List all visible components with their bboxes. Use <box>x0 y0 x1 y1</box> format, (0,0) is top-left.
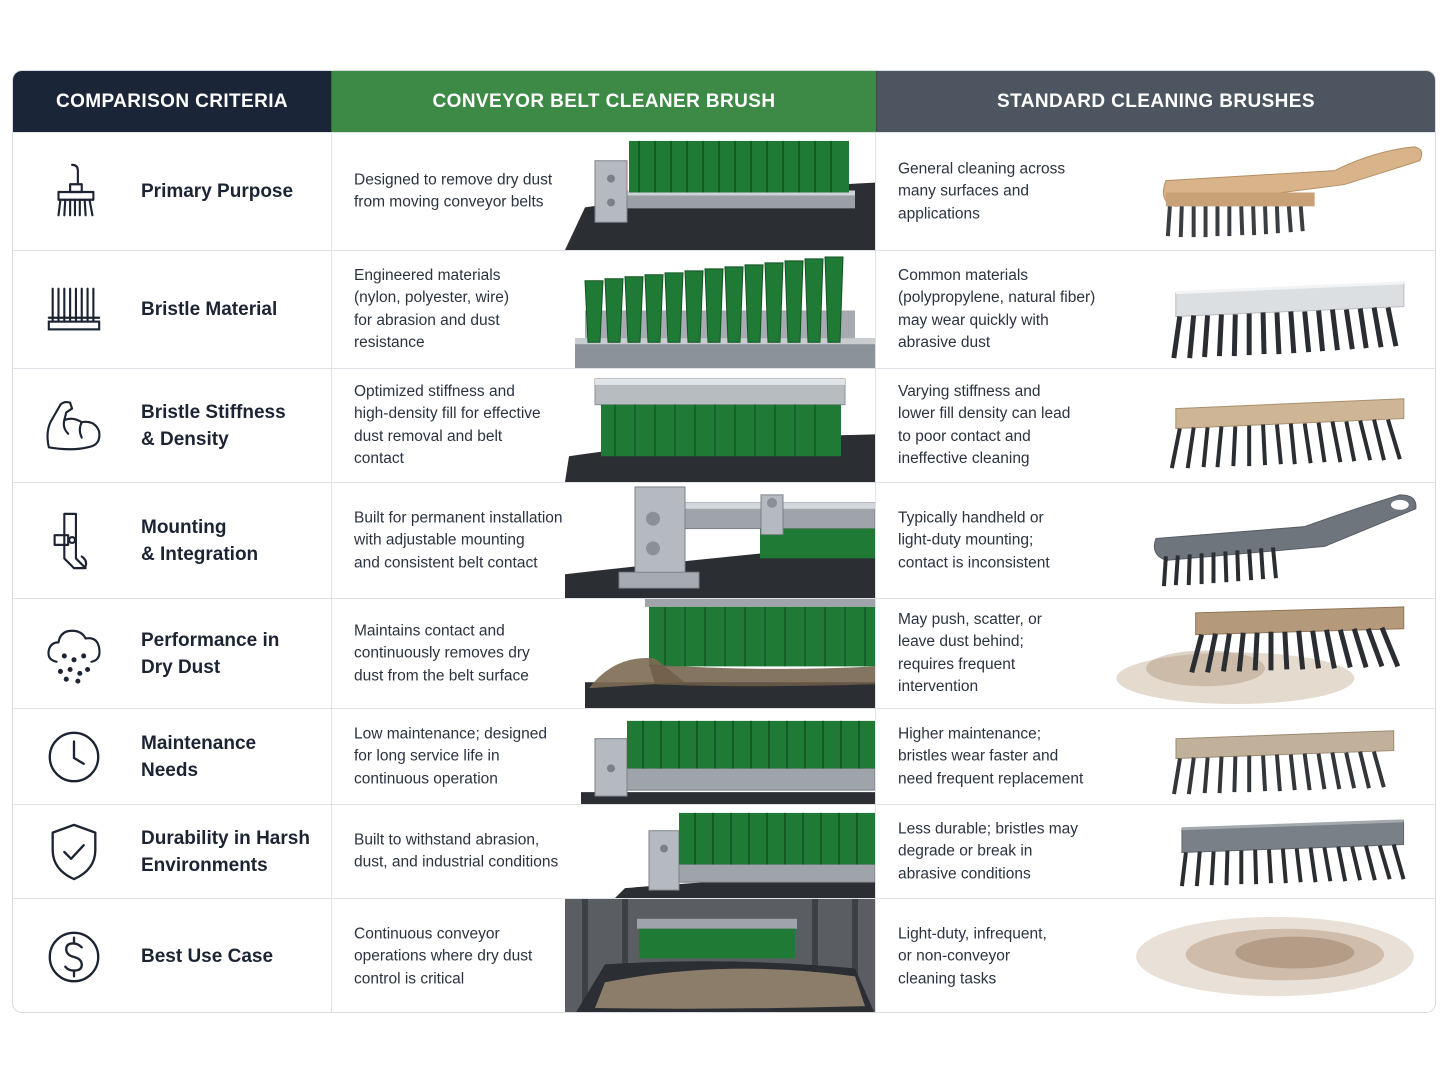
standard-cell: Common materials (polypropylene, natural… <box>875 251 1435 368</box>
conveyor-description: Built to withstand abrasion, dust, and i… <box>354 831 559 871</box>
conveyor-cell: Optimized stiffness and high-density fil… <box>331 369 875 482</box>
table-row: Performance in Dry Dust Maintains contac… <box>13 598 1435 708</box>
header-conveyor-brush: CONVEYOR BELT CLEANER BRUSH <box>331 71 876 132</box>
mounting-bracket-icon <box>39 510 109 572</box>
conveyor-description: Engineered materials (nylon, polyester, … <box>354 266 510 352</box>
dust-cloud-icon <box>39 623 109 685</box>
criteria-label: Mounting & Integration <box>141 516 259 565</box>
standard-brush-illustration <box>1105 599 1435 708</box>
conveyor-description: Continuous conveyor operations where dry… <box>354 924 533 987</box>
standard-brush-illustration <box>1105 709 1435 804</box>
standard-brush-illustration <box>1105 483 1435 598</box>
criteria-cell: Primary Purpose <box>13 133 331 250</box>
dollar-circle-icon <box>39 926 109 988</box>
comparison-table: COMPARISON CRITERIA CONVEYOR BELT CLEANE… <box>12 70 1436 1013</box>
bristle-comb-icon <box>39 279 109 341</box>
table-row: Bristle Material Engineered materials (n… <box>13 250 1435 368</box>
criteria-cell: Bristle Material <box>13 251 331 368</box>
standard-cell: Less durable; bristles may degrade or br… <box>875 805 1435 898</box>
standard-cell: Typically handheld or light-duty mountin… <box>875 483 1435 598</box>
table-row: Maintenance Needs Low maintenance; desig… <box>13 708 1435 804</box>
criteria-label: Bristle Stiffness & Density <box>141 401 286 450</box>
criteria-cell: Bristle Stiffness & Density <box>13 369 331 482</box>
conveyor-description: Optimized stiffness and high-density fil… <box>354 382 541 468</box>
conveyor-brush-illustration <box>565 899 875 1012</box>
table-row: Bristle Stiffness & Density Optimized st… <box>13 368 1435 482</box>
conveyor-brush-illustration <box>565 599 875 708</box>
header-criteria: COMPARISON CRITERIA <box>13 71 331 132</box>
standard-description: Common materials (polypropylene, natural… <box>898 266 1096 352</box>
standard-cell: Varying stiffness and lower fill density… <box>875 369 1435 482</box>
conveyor-cell: Built to withstand abrasion, dust, and i… <box>331 805 875 898</box>
standard-description: Varying stiffness and lower fill density… <box>898 382 1071 468</box>
conveyor-description: Built for permanent installation with ad… <box>354 508 563 571</box>
standard-brush-illustration <box>1105 369 1435 482</box>
conveyor-cell: Low maintenance; designed for long servi… <box>331 709 875 804</box>
table-row: Best Use Case Continuous conveyor operat… <box>13 898 1435 1012</box>
criteria-cell: Best Use Case <box>13 899 331 1012</box>
criteria-label: Durability in Harsh Environments <box>141 827 310 876</box>
standard-brush-illustration <box>1105 251 1435 368</box>
header-standard-brushes: STANDARD CLEANING BRUSHES <box>876 71 1435 132</box>
conveyor-cell: Built for permanent installation with ad… <box>331 483 875 598</box>
standard-description: Typically handheld or light-duty mountin… <box>898 508 1050 571</box>
table-row: Durability in Harsh Environments Built t… <box>13 804 1435 898</box>
standard-description: May push, scatter, or leave dust behind;… <box>898 610 1042 696</box>
criteria-label: Best Use Case <box>141 946 274 967</box>
conveyor-brush-illustration <box>565 709 875 804</box>
shield-check-icon <box>39 821 109 883</box>
conveyor-description: Designed to remove dry dust from moving … <box>354 171 553 211</box>
standard-brush-illustration <box>1105 805 1435 898</box>
conveyor-brush-illustration <box>565 483 875 598</box>
conveyor-brush-illustration <box>565 133 875 250</box>
standard-cell: Higher maintenance; bristles wear faster… <box>875 709 1435 804</box>
standard-cell: General cleaning across many surfaces an… <box>875 133 1435 250</box>
brush-icon <box>39 161 109 223</box>
conveyor-description: Low maintenance; designed for long servi… <box>354 724 548 787</box>
criteria-cell: Maintenance Needs <box>13 709 331 804</box>
conveyor-brush-illustration <box>565 369 875 482</box>
conveyor-brush-illustration <box>565 805 875 898</box>
criteria-label: Performance in Dry Dust <box>141 629 280 678</box>
criteria-label: Bristle Material <box>141 299 278 320</box>
standard-brush-illustration <box>1105 133 1435 250</box>
standard-description: General cleaning across many surfaces an… <box>898 159 1066 222</box>
conveyor-cell: Continuous conveyor operations where dry… <box>331 899 875 1012</box>
flexed-arm-icon <box>39 395 109 457</box>
criteria-label: Primary Purpose <box>141 181 294 202</box>
standard-description: Higher maintenance; bristles wear faster… <box>898 724 1084 787</box>
conveyor-brush-illustration <box>565 251 875 368</box>
conveyor-cell: Designed to remove dry dust from moving … <box>331 133 875 250</box>
standard-description: Less durable; bristles may degrade or br… <box>898 819 1079 882</box>
dust-scatter-illustration <box>1105 899 1435 1012</box>
table-row: Mounting & Integration Built for permane… <box>13 482 1435 598</box>
table-header: COMPARISON CRITERIA CONVEYOR BELT CLEANE… <box>13 71 1435 132</box>
standard-description: Light-duty, infrequent, or non-conveyor … <box>898 924 1047 987</box>
criteria-cell: Mounting & Integration <box>13 483 331 598</box>
criteria-label: Maintenance Needs <box>141 732 257 781</box>
criteria-cell: Durability in Harsh Environments <box>13 805 331 898</box>
table-row: Primary Purpose Designed to remove dry d… <box>13 132 1435 250</box>
criteria-cell: Performance in Dry Dust <box>13 599 331 708</box>
conveyor-cell: Maintains contact and continuously remov… <box>331 599 875 708</box>
clock-icon <box>39 726 109 788</box>
standard-cell: Light-duty, infrequent, or non-conveyor … <box>875 899 1435 1012</box>
conveyor-cell: Engineered materials (nylon, polyester, … <box>331 251 875 368</box>
conveyor-description: Maintains contact and continuously remov… <box>354 621 530 684</box>
standard-cell: May push, scatter, or leave dust behind;… <box>875 599 1435 708</box>
